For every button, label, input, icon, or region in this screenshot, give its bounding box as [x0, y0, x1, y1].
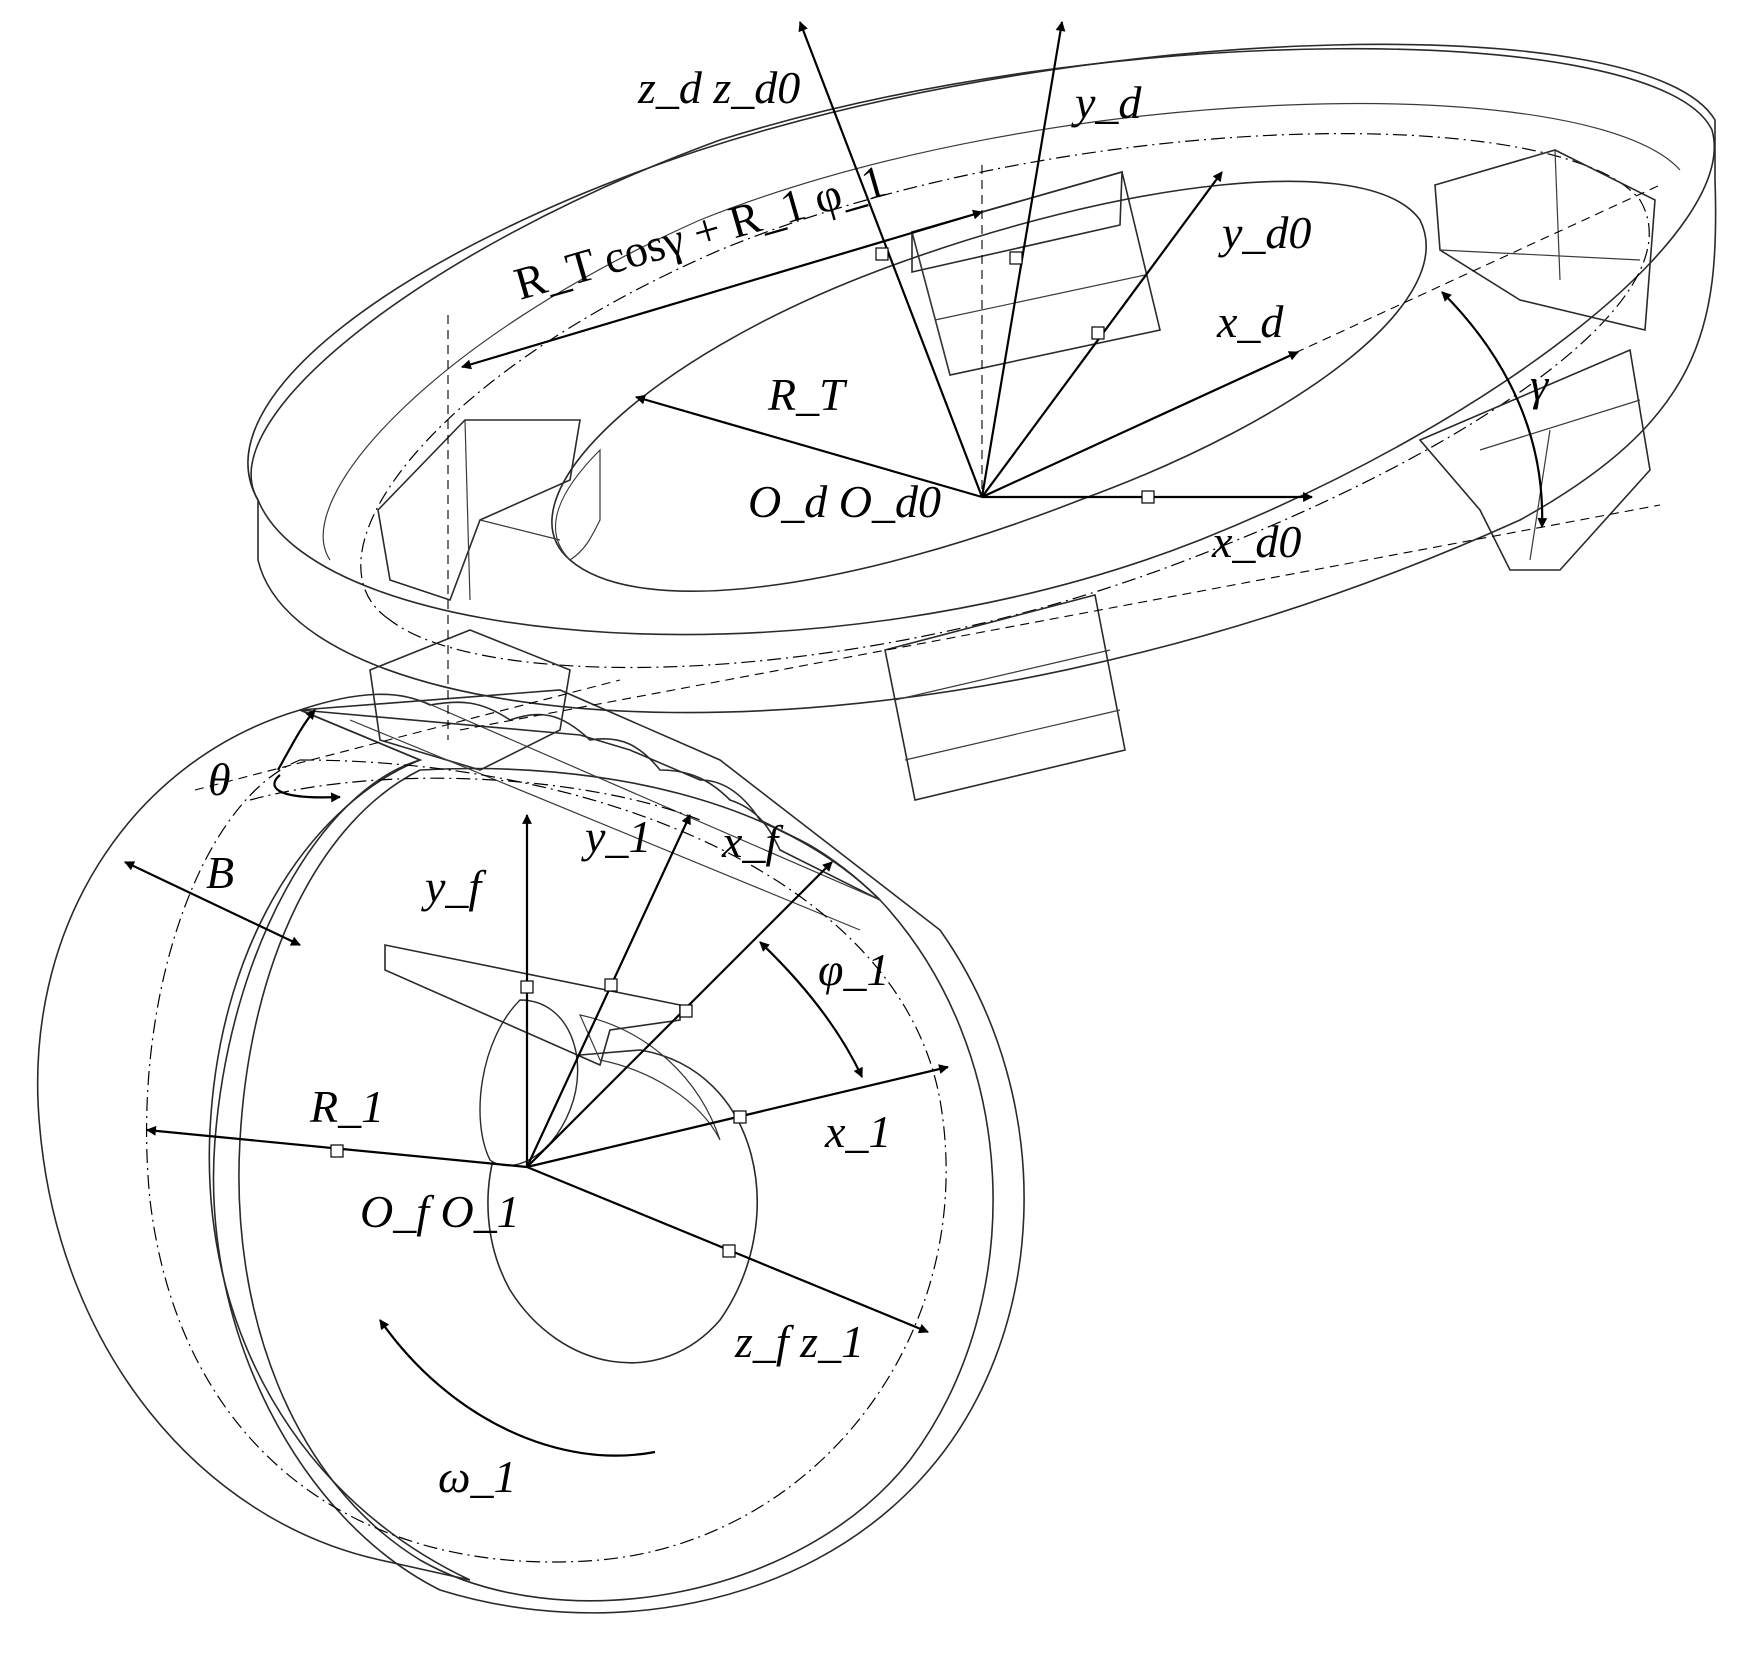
disk-axes: [447, 21, 1661, 740]
omega1-arc: [379, 1319, 656, 1457]
disk-tooth-left: [377, 419, 581, 602]
diagram-labels: z_d z_d0 y_d R_T cosγ + R_1 φ_1 y_d0 x_d…: [206, 62, 1550, 1502]
label-x1: x_1: [824, 1106, 891, 1157]
label-rt: R_T: [767, 369, 848, 420]
disk-inner-edge: [322, 103, 1681, 561]
phi1-arc: [759, 941, 863, 1078]
disk-tooth-mesh: [369, 629, 571, 771]
gear-front-face: [238, 767, 994, 1602]
label-y1: y_1: [581, 811, 651, 862]
disk-pitch-circle: [360, 132, 1650, 669]
label-theta: θ: [208, 754, 231, 805]
disk-tooth-top: [911, 170, 1161, 376]
label-b: B: [206, 847, 234, 898]
label-od-od0: O_d O_d0: [748, 476, 941, 527]
theta-arrows: [277, 709, 316, 771]
label-zf-z1: z_f z_1: [734, 1316, 864, 1367]
label-yd0: y_d0: [1218, 207, 1311, 258]
label-xf: x_f: [721, 816, 784, 867]
disk-tooth-bottom: [884, 594, 1126, 801]
label-yf: y_f: [421, 861, 487, 912]
rt-radius-arrow: [635, 394, 983, 499]
gear-bore-wall: [578, 1014, 721, 1141]
disk-tooth-right-top: [1434, 149, 1656, 331]
rtcos-dimension-arrow: [461, 209, 983, 370]
gear-teeth-top: [299, 693, 881, 901]
label-xd0: x_d0: [1211, 516, 1301, 567]
label-gamma: γ: [1530, 359, 1550, 410]
gamma-arc: [1441, 291, 1548, 528]
disk-inner-wall: [554, 448, 601, 561]
label-xd: x_d: [1216, 296, 1284, 347]
zd-axis: [798, 21, 984, 498]
label-rtcos: R_T cosγ + R_1 φ_1: [509, 155, 892, 310]
label-r1: R_1: [309, 1081, 384, 1132]
gear-bore-hole: [479, 999, 579, 1167]
label-yd: y_d: [1071, 77, 1142, 128]
axis-markers: [330, 247, 1155, 1258]
gear-pitch-circle: [146, 759, 947, 1563]
label-omega1: ω_1: [438, 1451, 516, 1502]
gear-side-band: [212, 689, 1025, 1614]
gear-back-face: [36, 709, 471, 1581]
label-zd-zd0: z_d z_d0: [637, 62, 800, 113]
b-dimension-arrow: [124, 861, 301, 946]
label-phi1: φ_1: [818, 944, 889, 995]
label-of-o1: O_f O_1: [360, 1186, 520, 1237]
cylindrical-gear: [36, 689, 1025, 1614]
